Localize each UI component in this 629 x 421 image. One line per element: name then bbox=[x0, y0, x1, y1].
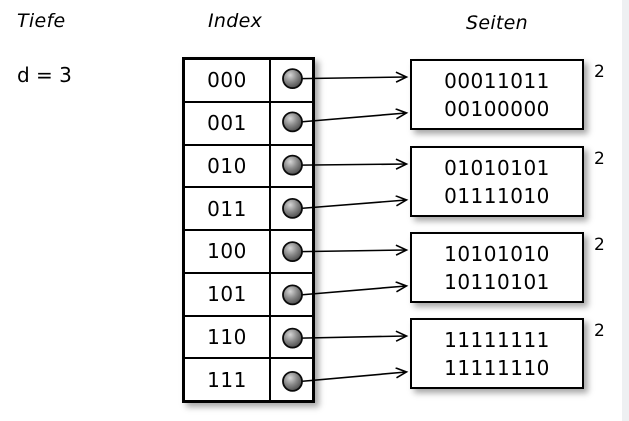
page-box: 00011011 00100000 bbox=[410, 59, 584, 130]
page-entry: 01010101 bbox=[444, 155, 550, 180]
page-entry: 10110101 bbox=[444, 269, 550, 294]
depth-column-header: Tiefe bbox=[17, 10, 66, 32]
index-column-header: Index bbox=[208, 10, 263, 32]
index-row: 101 bbox=[185, 273, 312, 317]
index-row-label: 000 bbox=[185, 60, 271, 101]
pointer-arrow bbox=[300, 77, 406, 79]
index-row: 110 bbox=[185, 316, 312, 360]
page-box: 11111111 11111110 bbox=[410, 318, 584, 389]
index-row-label: 010 bbox=[185, 145, 271, 187]
pointer-cell bbox=[271, 317, 312, 358]
pointer-arrow bbox=[300, 372, 406, 383]
pointer-cell bbox=[271, 146, 312, 187]
index-row: 010 bbox=[185, 145, 312, 189]
pointer-arrow bbox=[300, 336, 406, 338]
local-depth-badge: 2 bbox=[594, 235, 605, 255]
pages-column-header: Seiten bbox=[466, 12, 529, 34]
index-row: 111 bbox=[185, 359, 312, 400]
page-entry: 11111110 bbox=[444, 355, 550, 380]
pointer-cell bbox=[271, 103, 312, 144]
page-box: 01010101 01111010 bbox=[410, 146, 584, 217]
index-row-label: 001 bbox=[185, 102, 271, 144]
local-depth-badge: 2 bbox=[594, 62, 605, 82]
index-row-label: 011 bbox=[185, 188, 271, 229]
pointer-cell bbox=[271, 60, 312, 101]
index-row-label: 111 bbox=[185, 359, 271, 400]
page-box: 10101010 10110101 bbox=[410, 232, 584, 303]
index-row-label: 101 bbox=[185, 273, 271, 315]
index-row: 100 bbox=[185, 231, 312, 274]
index-row: 000 bbox=[185, 60, 312, 103]
slide-edge bbox=[622, 0, 629, 421]
pointer-cell bbox=[271, 274, 312, 315]
local-depth-badge: 2 bbox=[594, 321, 605, 341]
index-row: 011 bbox=[185, 188, 312, 231]
pointer-arrow bbox=[300, 164, 406, 165]
local-depth-badge: 2 bbox=[594, 149, 605, 169]
page-entry: 01111010 bbox=[444, 183, 550, 208]
pointer-cell bbox=[271, 188, 312, 229]
pointer-cell bbox=[271, 231, 312, 272]
pointer-arrow bbox=[300, 250, 406, 252]
page-entry: 10101010 bbox=[444, 241, 550, 266]
page-entry: 00011011 bbox=[444, 68, 550, 93]
pointer-arrow bbox=[300, 113, 406, 123]
page-entry: 00100000 bbox=[444, 96, 550, 121]
index-row-label: 100 bbox=[185, 231, 271, 272]
pointer-arrow bbox=[300, 200, 406, 210]
pointer-arrow bbox=[300, 286, 406, 296]
pointer-cell bbox=[271, 359, 312, 400]
index-row: 001 bbox=[185, 102, 312, 146]
page-entry: 11111111 bbox=[444, 327, 550, 352]
index-row-label: 110 bbox=[185, 316, 271, 358]
global-depth-value: d = 3 bbox=[17, 63, 72, 87]
